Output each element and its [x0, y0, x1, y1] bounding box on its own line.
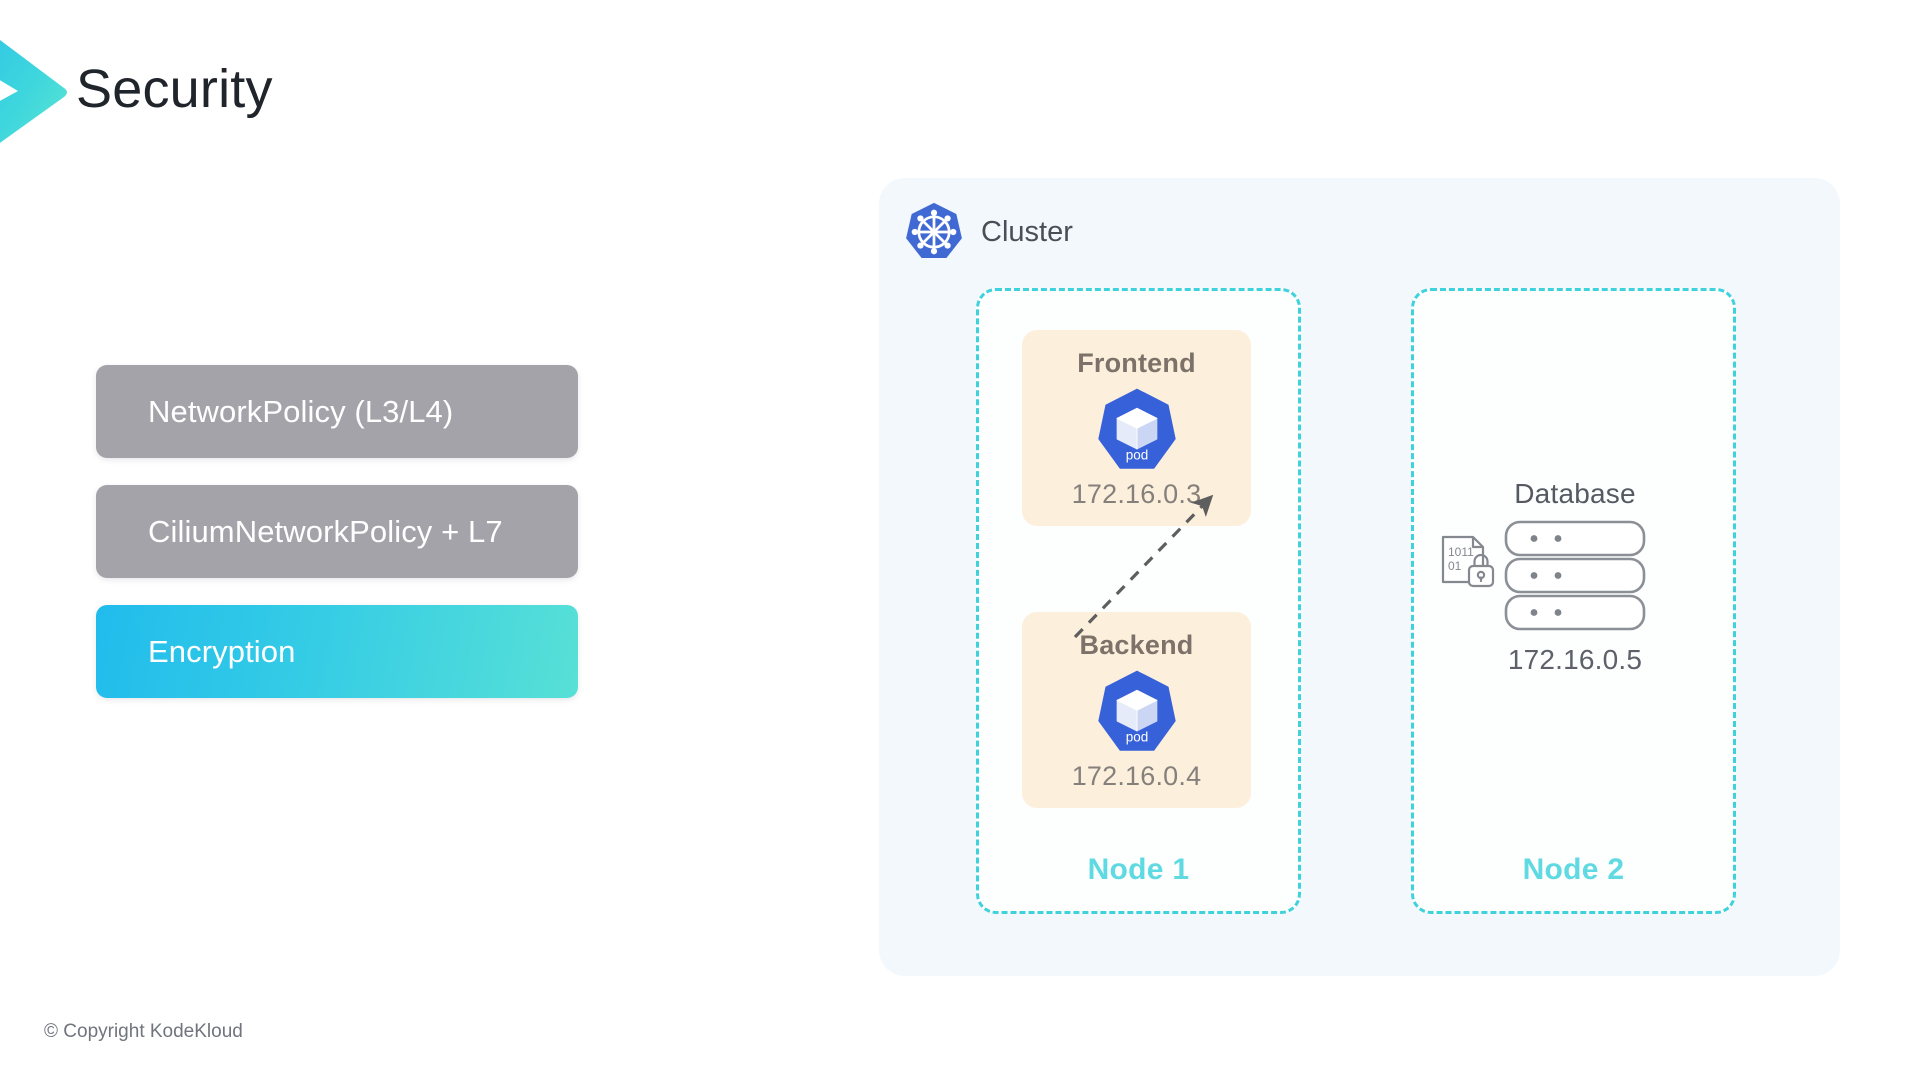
kubernetes-pod-icon: pod: [1097, 670, 1176, 751]
policy-list: NetworkPolicy (L3/L4) CiliumNetworkPolic…: [96, 365, 578, 725]
svg-text:pod: pod: [1125, 448, 1148, 463]
pod-title: Backend: [1079, 630, 1194, 660]
policy-item-label: NetworkPolicy (L3/L4): [148, 393, 454, 429]
policy-item-label: CiliumNetworkPolicy + L7: [148, 513, 503, 549]
pod-card-frontend: Frontend pod 172.16.0.3: [1022, 330, 1251, 526]
database-group: Database 172.16.0.5: [1490, 478, 1660, 676]
policy-item-encryption[interactable]: Encryption: [96, 605, 578, 698]
policy-item-ciliumnetworkpolicy[interactable]: CiliumNetworkPolicy + L7: [96, 485, 578, 578]
pod-title: Frontend: [1077, 348, 1196, 378]
database-title: Database: [1514, 478, 1636, 509]
svg-text:pod: pod: [1125, 730, 1148, 745]
database-stack-icon: [1504, 520, 1646, 631]
node-label: Node 1: [1087, 853, 1190, 886]
brand-chevron-icon: [0, 40, 67, 143]
copyright-footer: © Copyright KodeKloud: [44, 1021, 243, 1042]
encrypted-document-lock-icon: 1011 01: [1441, 535, 1495, 588]
pod-ip: 172.16.0.3: [1071, 479, 1202, 509]
pod-ip: 172.16.0.4: [1071, 761, 1202, 791]
node-label: Node 2: [1522, 853, 1625, 886]
cluster-label: Cluster: [981, 215, 1073, 248]
kubernetes-pod-icon: pod: [1097, 388, 1176, 469]
page-title: Security: [76, 59, 273, 119]
kubernetes-logo-icon: [906, 202, 962, 259]
policy-item-label: Encryption: [148, 633, 296, 669]
cluster-header: Cluster: [903, 201, 1073, 263]
svg-text:01: 01: [1448, 559, 1462, 573]
pod-card-backend: Backend pod 172.16.0.4: [1022, 612, 1251, 808]
svg-text:1011: 1011: [1448, 545, 1474, 559]
database-ip: 172.16.0.5: [1507, 644, 1643, 675]
policy-item-networkpolicy[interactable]: NetworkPolicy (L3/L4): [96, 365, 578, 458]
